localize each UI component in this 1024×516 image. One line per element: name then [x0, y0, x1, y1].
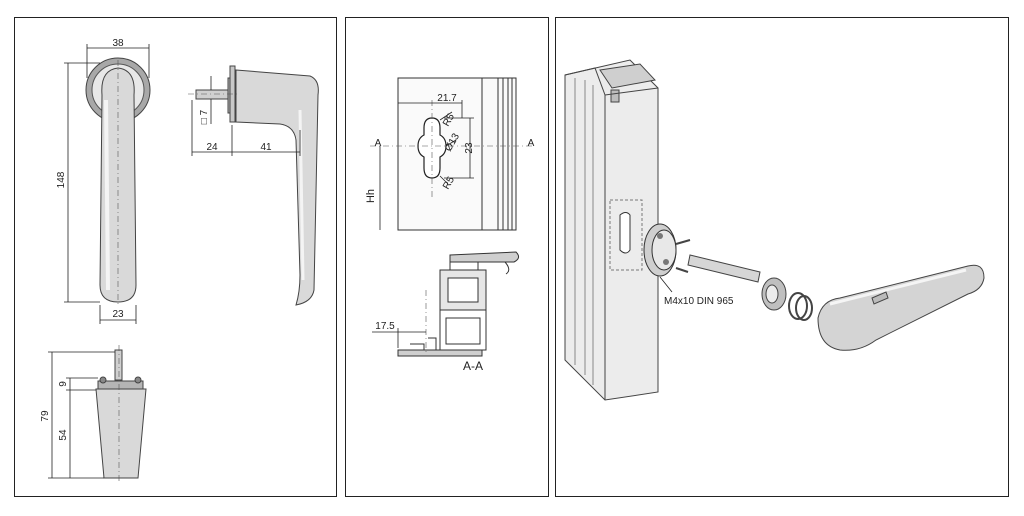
dim-height-148: 148	[56, 171, 67, 188]
dim-bottom-23: 23	[112, 309, 124, 320]
screw-label: M4x10 DIN 965	[664, 296, 734, 307]
section-mark-right: A	[528, 138, 535, 149]
window-frame-profile	[564, 59, 659, 401]
rosette-side-view	[95, 345, 147, 482]
dim-width-38: 38	[112, 38, 124, 49]
handle-side-dims: □ 7 24 41	[191, 76, 301, 156]
dim-depth-17-5: 17.5	[375, 321, 395, 332]
rosette-part: M4x10 DIN 965	[643, 223, 734, 307]
rosette-dims: 79 9 54	[40, 351, 115, 479]
section-label-a-a: A-A	[463, 359, 483, 373]
dim-square-7: □ 7	[199, 109, 210, 124]
handle-lever-part	[817, 264, 985, 351]
dim-top-9: 9	[58, 381, 69, 387]
handle-front-view	[85, 57, 151, 305]
dim-offset-21-7: 21.7	[437, 93, 457, 104]
handle-side-view	[188, 65, 319, 306]
dim-handle-height: Hh	[365, 189, 377, 203]
dim-body-54: 54	[58, 429, 69, 441]
spindle-part	[687, 254, 813, 321]
profile-dims: 17.5 A-A	[372, 321, 483, 373]
frame-profile-section	[397, 251, 520, 357]
dim-slot-23: 23	[464, 142, 475, 154]
section-mark-left: A	[375, 138, 382, 149]
dim-reach-41: 41	[260, 142, 272, 153]
handle-front-dims: 38 148 23	[56, 38, 150, 324]
dim-offset-24: 24	[206, 142, 218, 153]
dim-total-79: 79	[40, 410, 51, 422]
